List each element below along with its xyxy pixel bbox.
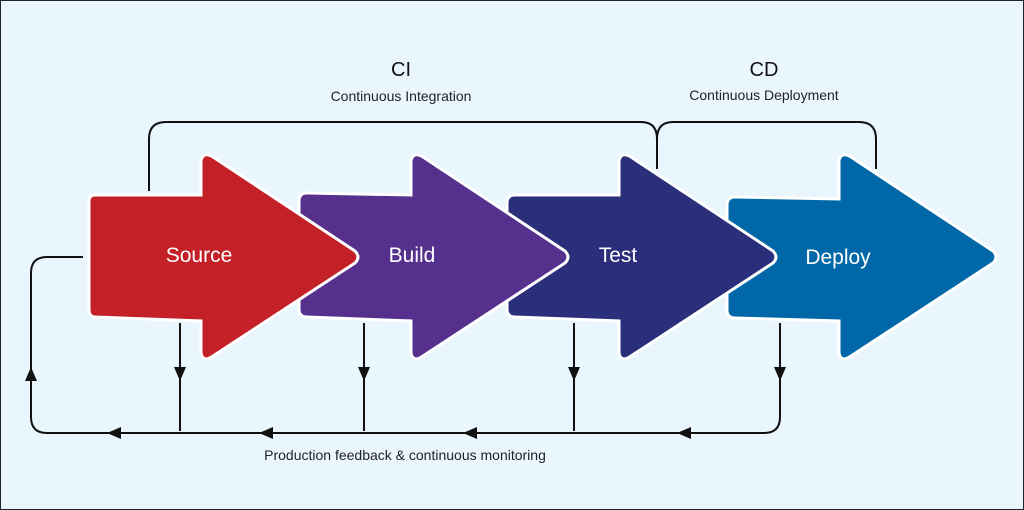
stage-label-test: Test bbox=[598, 244, 638, 267]
drop-arrowhead-test bbox=[568, 367, 580, 381]
ci-bracket bbox=[148, 121, 658, 191]
drop-arrowhead-deploy bbox=[774, 367, 786, 381]
loop-arrowhead-1 bbox=[677, 427, 691, 439]
cd-title: CD bbox=[749, 59, 779, 81]
stage-label-source: Source bbox=[165, 244, 233, 267]
cd-bracket bbox=[656, 121, 877, 169]
stage-arrow-source bbox=[87, 153, 360, 361]
loop-arrowhead-2 bbox=[463, 427, 477, 439]
drop-arrowhead-source bbox=[174, 367, 186, 381]
loop-arrowhead-up bbox=[25, 367, 37, 381]
stage-label-deploy: Deploy bbox=[805, 246, 871, 269]
feedback-label: Production feedback & continuous monitor… bbox=[264, 447, 546, 463]
stage-arrow-deploy bbox=[725, 153, 998, 361]
stage-arrow-test bbox=[505, 153, 778, 361]
loop-arrowhead-3 bbox=[259, 427, 273, 439]
ci-title: CI bbox=[391, 59, 411, 81]
cd-subtitle: Continuous Deployment bbox=[689, 87, 839, 103]
stage-arrow-build bbox=[297, 153, 570, 361]
ci-subtitle: Continuous Integration bbox=[330, 88, 472, 104]
drop-line-deploy bbox=[763, 323, 781, 434]
drop-arrowhead-build bbox=[358, 367, 370, 381]
loop-arrowhead-4 bbox=[107, 427, 121, 439]
stage-label-build: Build bbox=[388, 244, 436, 267]
feedback-loop-line bbox=[30, 256, 764, 434]
